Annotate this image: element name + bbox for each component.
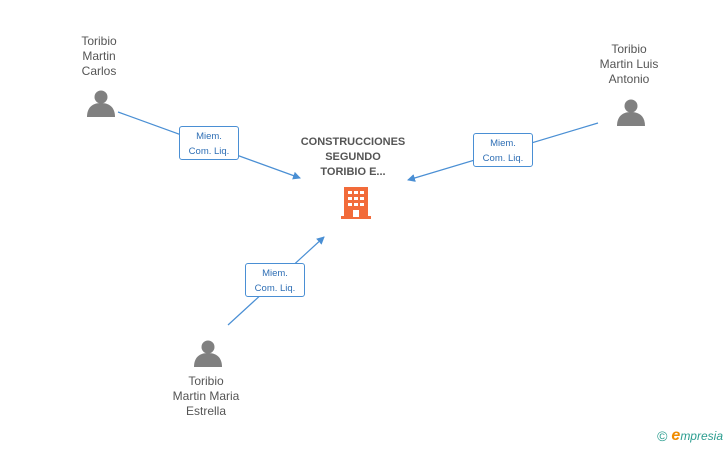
person-icon[interactable] [87,90,115,118]
role-line: Com. Liq. [482,153,524,164]
name-line: Estrella [185,404,226,418]
company-name-line: CONSTRUCCIONES [300,136,406,148]
person-name-luis-antonio[interactable]: Toribio Martin Luis Antonio [569,42,689,87]
building-icon[interactable] [341,187,371,219]
company-name-line: SEGUNDO [325,151,381,163]
role-badge-carlos[interactable]: Miem. Com. Liq. [179,126,239,160]
name-line: Martin Maria [172,389,240,403]
brand-logo: empresia [671,427,723,444]
company-name-line: TORIBIO E... [320,166,386,178]
name-line: Carlos [81,64,117,78]
person-icon[interactable] [617,99,645,127]
role-badge-maria-estrella[interactable]: Miem. Com. Liq. [245,263,305,297]
name-line: Antonio [608,72,650,86]
copyright-icon: © [657,428,668,444]
name-line: Martin [82,49,116,63]
name-line: Martin Luis [599,57,659,71]
role-line: Com. Liq. [188,146,230,157]
name-line: Toribio [81,34,117,48]
person-name-maria-estrella[interactable]: Toribio Martin Maria Estrella [146,374,266,419]
role-line: Com. Liq. [254,283,296,294]
name-line: Toribio [188,374,224,388]
role-line: Miem. [196,131,222,142]
role-line: Miem. [490,138,516,149]
name-line: Toribio [611,42,647,56]
role-line: Miem. [262,268,288,279]
brand-initial: e [671,427,681,444]
company-name[interactable]: CONSTRUCCIONES SEGUNDO TORIBIO E... [278,135,428,180]
role-badge-luis-antonio[interactable]: Miem. Com. Liq. [473,133,533,167]
footer-brand[interactable]: ©empresia [657,427,723,445]
person-icon[interactable] [194,340,222,368]
brand-name: mpresia [680,429,723,443]
person-name-carlos[interactable]: Toribio Martin Carlos [39,34,159,79]
